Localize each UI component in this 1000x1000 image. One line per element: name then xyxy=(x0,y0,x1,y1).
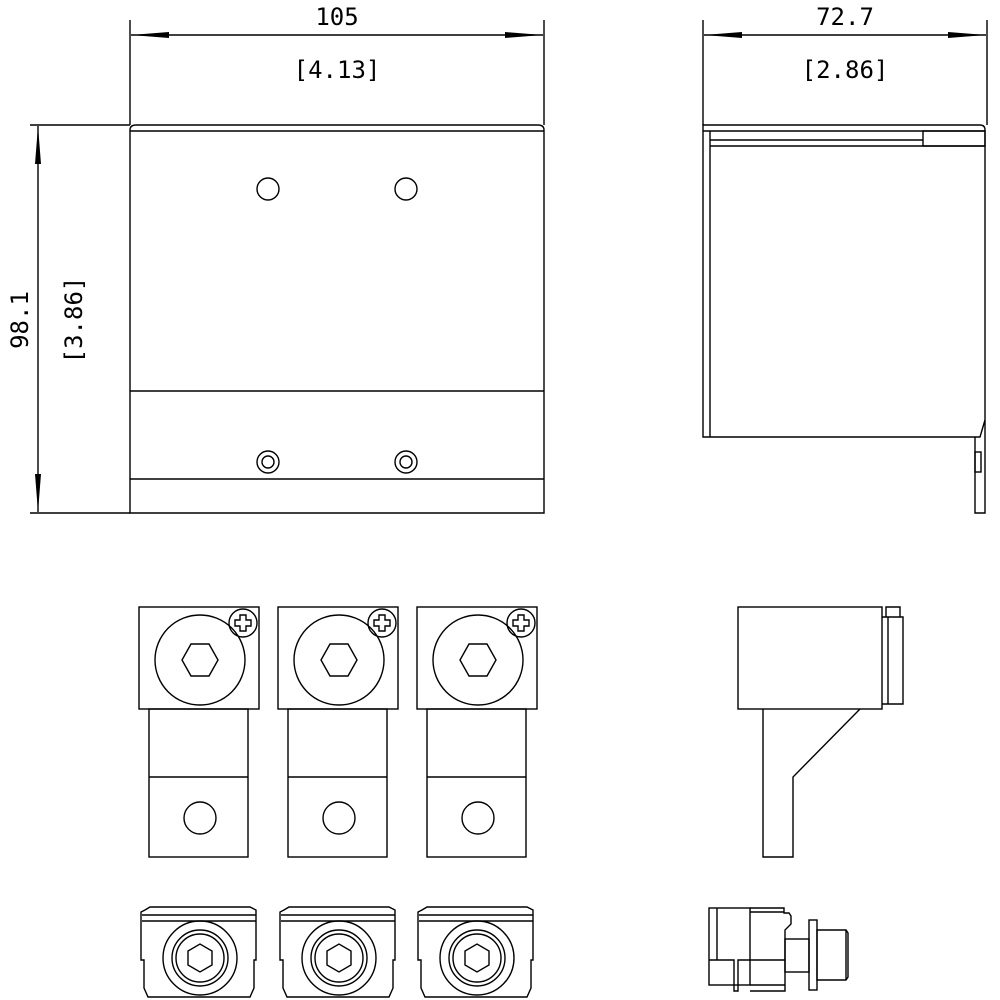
front-view xyxy=(129,124,545,514)
terminal-top xyxy=(279,906,396,998)
hex-bolt-icon xyxy=(326,943,352,973)
height-mm-label: 98.1 xyxy=(6,291,34,349)
mounting-hole xyxy=(256,177,280,201)
hex-bolt-icon xyxy=(464,943,490,973)
phillips-screw-icon xyxy=(512,614,530,632)
dimension-height: 98.1 [3.86] xyxy=(6,124,130,514)
phillips-screw-icon xyxy=(373,614,391,632)
screw-hole xyxy=(394,450,418,474)
depth-in-label: [2.86] xyxy=(802,56,889,84)
side-view xyxy=(702,124,986,514)
phillips-screw-icon xyxy=(234,614,252,632)
terminal-top xyxy=(417,906,534,998)
dimension-width: 105 [4.13] xyxy=(129,3,545,125)
hex-bolt-icon xyxy=(187,943,213,973)
terminal-top xyxy=(140,906,257,998)
terminal-front xyxy=(277,606,399,858)
width-in-label: [4.13] xyxy=(294,56,381,84)
terminal-end-view xyxy=(708,907,849,992)
height-in-label: [3.86] xyxy=(60,277,88,364)
hex-bolt-icon xyxy=(459,643,497,677)
terminal-front xyxy=(416,606,538,858)
terminal-front-views xyxy=(138,606,538,858)
terminal-side-view xyxy=(737,606,904,858)
hex-bolt-icon xyxy=(181,643,219,677)
hex-bolt-icon xyxy=(320,643,358,677)
width-mm-label: 105 xyxy=(315,3,358,31)
terminal-top-views xyxy=(140,906,534,998)
dimension-depth: 72.7 [2.86] xyxy=(702,3,988,125)
terminal-front xyxy=(138,606,260,858)
mounting-hole xyxy=(394,177,418,201)
depth-mm-label: 72.7 xyxy=(816,3,874,31)
screw-hole xyxy=(256,450,280,474)
